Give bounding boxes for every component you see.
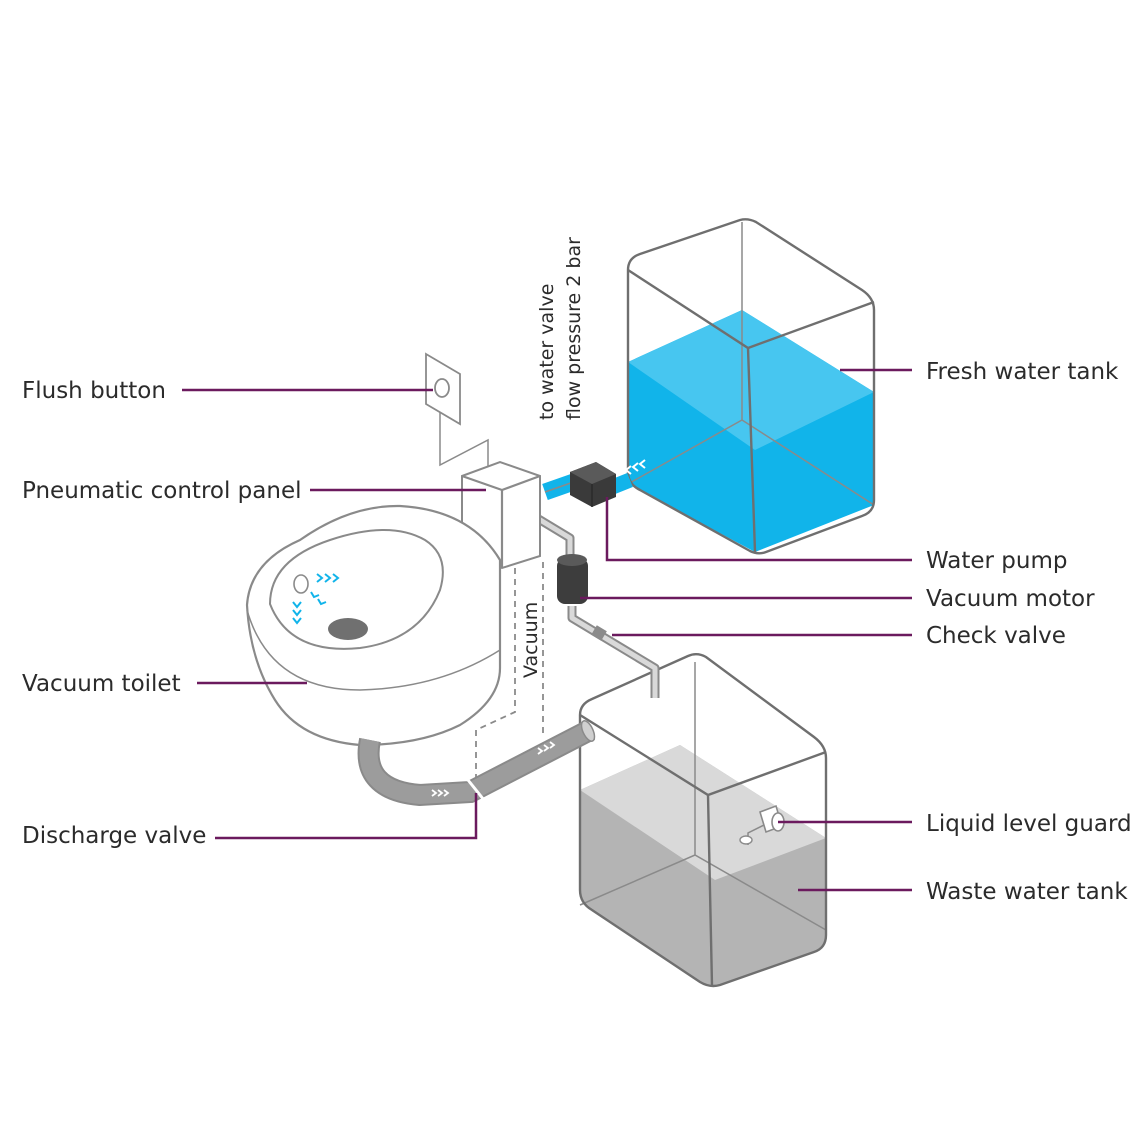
label-flow-pressure: flow pressure 2 bar bbox=[563, 237, 585, 420]
fresh-tank-back-edges bbox=[627, 222, 875, 506]
discharge-valve bbox=[466, 779, 486, 801]
fresh-tank-front-edges bbox=[627, 268, 875, 553]
vacuum-motor bbox=[557, 554, 588, 604]
vacuum-line-pipe bbox=[524, 508, 660, 698]
waste-tank-outline bbox=[578, 653, 828, 988]
fresh-water-tank bbox=[626, 218, 876, 555]
double-chevron-arrow-icon bbox=[431, 741, 556, 797]
label-check-valve: Check valve bbox=[926, 623, 1066, 649]
discharge-pipe bbox=[357, 720, 596, 807]
label-vacuum-motor: Vacuum motor bbox=[926, 586, 1095, 612]
vacuum-dashed-lines bbox=[475, 562, 544, 805]
label-vacuum: Vacuum bbox=[520, 602, 542, 678]
label-discharge-valve: Discharge valve bbox=[22, 823, 206, 849]
waste-water-surface bbox=[580, 745, 826, 880]
label-liquid-level-guard: Liquid level guard bbox=[926, 811, 1132, 837]
flush-button-air-line bbox=[439, 412, 489, 468]
label-flush-button: Flush button bbox=[22, 378, 166, 404]
toilet-drain bbox=[328, 618, 368, 640]
fresh-water-surface bbox=[628, 310, 874, 450]
waste-water-tank bbox=[578, 653, 828, 988]
double-chevron-arrow-icon bbox=[292, 573, 340, 625]
fresh-tank-outline bbox=[626, 218, 876, 555]
waste-tank-front-edges bbox=[579, 713, 827, 987]
label-vacuum-toilet: Vacuum toilet bbox=[22, 671, 181, 697]
double-chevron-arrow-icon bbox=[452, 459, 646, 551]
leader-lines bbox=[182, 368, 912, 892]
label-pneumatic-control-panel: Pneumatic control panel bbox=[22, 478, 301, 504]
label-to-water-valve: to water valve bbox=[536, 284, 558, 420]
waste-tank-back-edges bbox=[579, 662, 827, 931]
water-pump bbox=[570, 462, 616, 507]
flush-button bbox=[425, 352, 489, 468]
label-water-pump: Water pump bbox=[926, 548, 1067, 574]
check-valve bbox=[591, 625, 607, 641]
vacuum-toilet bbox=[245, 504, 502, 747]
toilet-rinse-nozzle bbox=[293, 574, 309, 594]
label-fresh-water-tank: Fresh water tank bbox=[926, 359, 1119, 385]
label-waste-water-tank: Waste water tank bbox=[926, 879, 1128, 905]
